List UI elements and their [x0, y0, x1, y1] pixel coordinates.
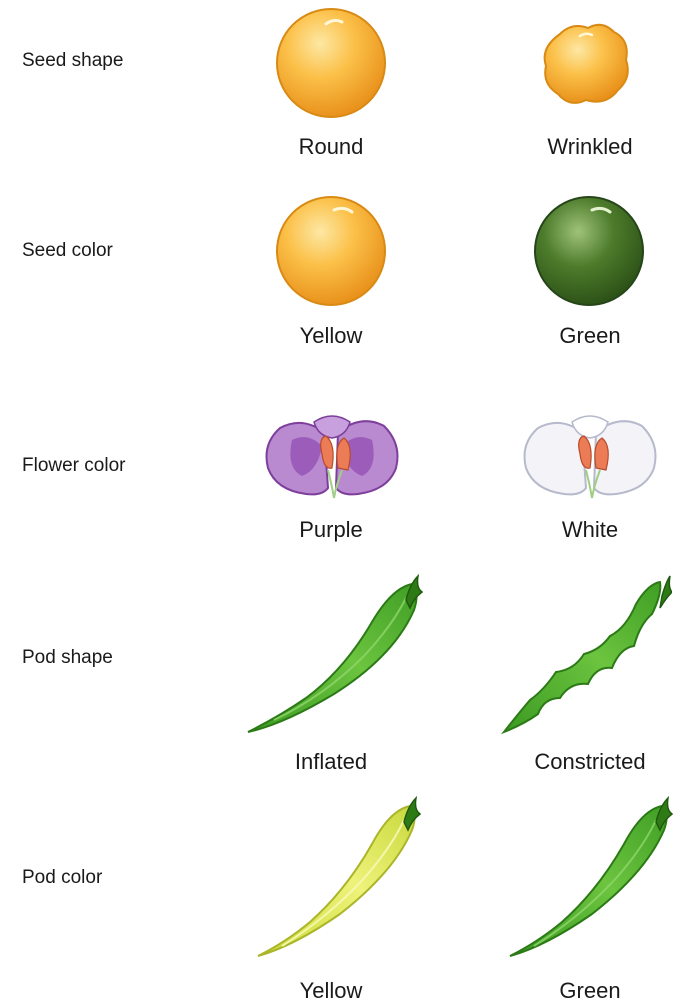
green-pod-icon: [506, 796, 675, 964]
yellow-seed-icon: [274, 194, 388, 308]
trait-label-pod-color: Pod color: [22, 867, 102, 889]
constricted-pod-icon: [500, 574, 672, 740]
variant-label-green-pod: Green: [500, 978, 675, 1004]
variant-label-white: White: [500, 517, 675, 543]
trait-label-seed-shape: Seed shape: [22, 50, 123, 72]
white-flower-icon: [520, 410, 660, 502]
purple-flower-icon: [262, 410, 402, 502]
green-seed-icon: [532, 194, 646, 308]
variant-label-constricted: Constricted: [500, 749, 675, 775]
yellow-pod-icon: [254, 796, 426, 964]
variant-label-round: Round: [241, 134, 421, 160]
round-yellow-seed-icon: [274, 6, 388, 120]
variant-label-yellow-pod: Yellow: [241, 978, 421, 1004]
trait-label-seed-color: Seed color: [22, 240, 113, 262]
inflated-pod-icon: [244, 574, 424, 740]
variant-label-purple: Purple: [241, 517, 421, 543]
variant-label-yellow-seed: Yellow: [241, 323, 421, 349]
variant-label-green-seed: Green: [500, 323, 675, 349]
variant-label-wrinkled: Wrinkled: [500, 134, 675, 160]
trait-label-flower-color: Flower color: [22, 455, 125, 477]
variant-label-inflated: Inflated: [241, 749, 421, 775]
trait-label-pod-shape: Pod shape: [22, 647, 113, 669]
wrinkled-yellow-seed-icon: [540, 20, 632, 106]
